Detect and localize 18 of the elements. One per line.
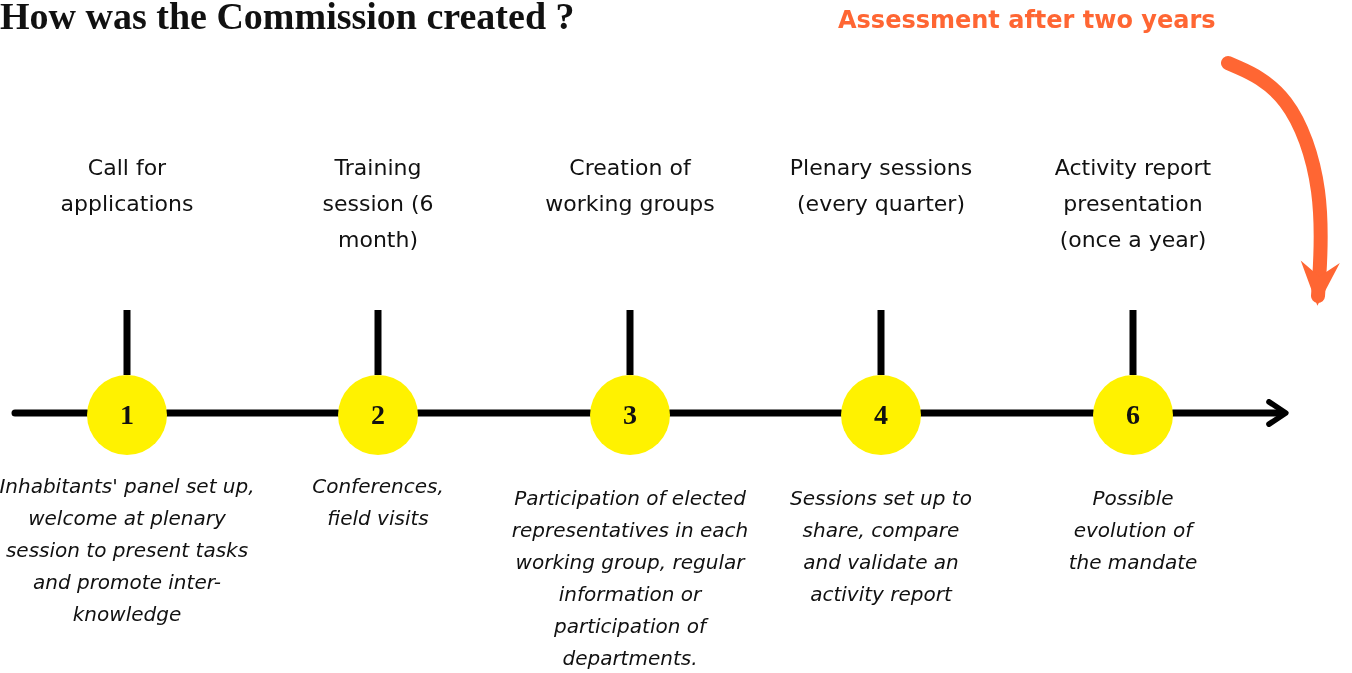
step-heading: Plenary sessions (every quarter) (788, 154, 974, 218)
step-description: Inhabitants' panel set up, welcome at plenary session to present tasks and promote inter-knowledge (0, 473, 256, 628)
step-heading: Call for applications (59, 154, 195, 218)
step-description: Conferences, field visits (311, 473, 445, 532)
step-number-circle: 4 (841, 375, 921, 455)
title: How was the Commission created ? (0, 0, 575, 38)
step-heading: Creation of working groups (544, 154, 716, 218)
step-heading: Training session (6 month) (321, 154, 435, 254)
step-number-circle: 1 (87, 375, 167, 455)
assessment-note: Assessment after two years (838, 6, 1228, 44)
step-number-circle: 6 (1093, 375, 1173, 455)
curved-arrow (1221, 56, 1340, 306)
step-description: Sessions set up to share, compare and validate an activity report (789, 485, 973, 608)
step-description: Participation of elected representatives in each working group, regular information or participation of departments. (510, 485, 750, 672)
step-number-circle: 3 (590, 375, 670, 455)
step-heading: Activity report presentation (once a year) (1053, 154, 1213, 254)
step-number-circle: 2 (338, 375, 418, 455)
step-description: Possible evolution of the mandate (1067, 485, 1199, 576)
